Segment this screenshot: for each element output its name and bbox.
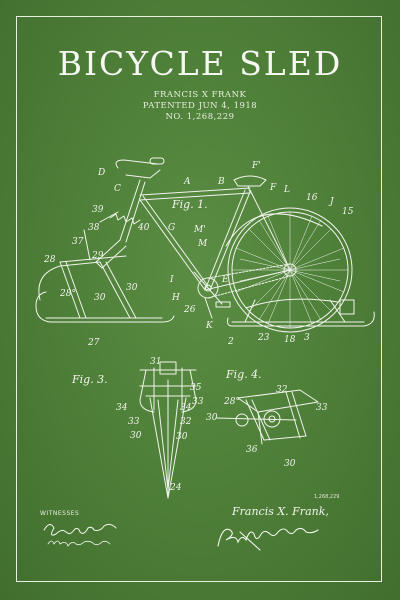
figure-4-drawing [215,389,319,445]
label-M: M [197,239,208,249]
label-40: 40 [137,223,150,233]
label-24: 24 [169,483,182,493]
figure-3-drawing [139,361,197,499]
label-30c-fig4: 30 [284,459,296,469]
label-27: 27 [87,338,100,348]
label-34: 34 [116,403,128,413]
label-I: I [169,275,174,285]
witness-signature-1 [43,523,117,536]
label-28: 28 [43,255,56,265]
reference-number: 1,268,229 [314,494,340,500]
label-33-fig3: 33 [128,417,140,427]
label-33-fig4: 33 [316,403,328,413]
label-M1: M' [193,225,206,235]
label-H: H [171,293,180,303]
label-35: 35 [190,383,202,393]
label-37: 37 [72,237,84,247]
poster-title: BICYCLE SLED [57,44,343,83]
label-C: C [114,184,121,194]
label-29: 29 [91,251,104,261]
label-15: 15 [342,207,354,217]
label-26: 26 [183,305,196,315]
label-30-fig4: 30 [206,413,218,423]
label-38: 38 [88,223,100,233]
label-30-sled: 30 [94,293,106,303]
label-23: 23 [257,333,270,343]
label-16: 16 [306,193,318,203]
label-28b: 28° [59,289,76,299]
caption-fig-4: Fig. 4. [225,368,262,381]
label-32: 32 [180,417,192,427]
label-30b-fig3: 30 [130,431,142,441]
label-32-fig4: 32 [276,385,288,395]
patent-date-line: PATENTED JUN 4, 1918 [142,101,258,111]
label-3: 3 [304,333,310,343]
label-31: 31 [150,357,161,367]
label-39: 39 [92,205,104,215]
figure-1-bicycle [35,157,375,333]
witnesses-label: WITNESSES [40,510,80,517]
label-B: B [217,177,225,187]
label-D: D [97,168,105,178]
label-A: A [183,177,191,187]
attorney-signature [217,527,319,551]
label-J: J [328,197,335,207]
label-F1: F' [251,161,261,171]
label-F: F [269,183,277,193]
inventor-signature-name: Francis X. Frank, [232,505,329,518]
caption-fig-3: Fig. 3. [71,373,108,386]
label-33: 33 [192,397,204,407]
label-E: E [221,275,229,285]
label-36: 36 [246,445,258,455]
witness-signature-2 [47,540,111,547]
label-30-fig3: 30 [176,432,188,442]
label-G: G [168,223,175,233]
patent-number-line: NO. 1,268,229 [165,112,235,122]
label-2: 2 [227,337,234,347]
poster-border [16,16,382,582]
label-34b: 34 [180,403,192,413]
label-28a: 28° [223,397,240,407]
label-L: L [283,185,290,195]
caption-fig-1: Fig. 1. [171,198,208,211]
drawing-labels: D C A B F' F L 16 J 15 39 38 40 G M' M 3… [43,161,354,493]
label-K: K [205,321,214,331]
label-18: 18 [284,335,296,345]
label-30-rear: 30 [126,283,138,293]
inventor-line: FRANCIS X FRANK [153,90,247,100]
